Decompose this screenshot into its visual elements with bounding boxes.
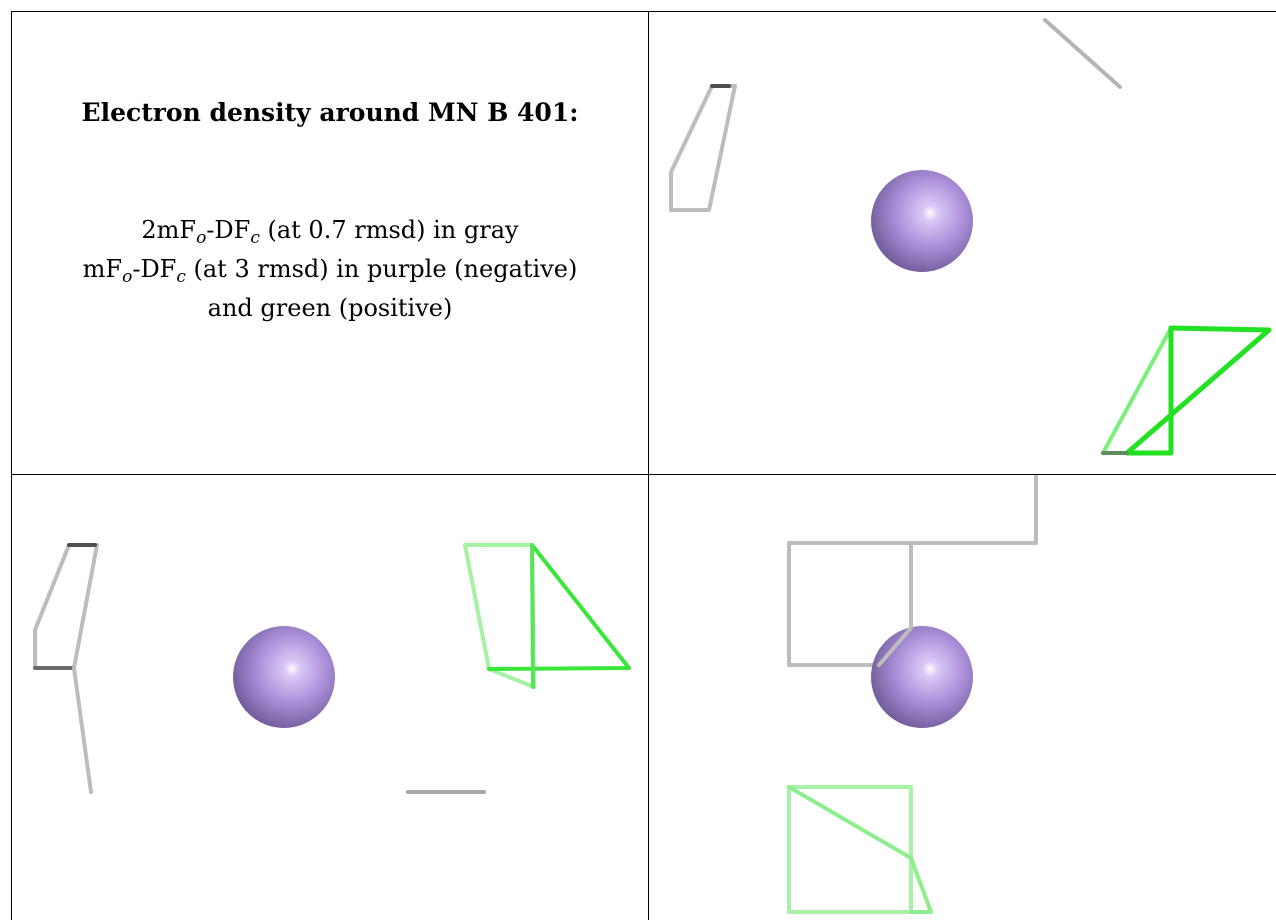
gray-mesh-tail — [72, 666, 93, 794]
cap2-c: (at 3 rmsd) in purple (negative) — [185, 255, 578, 283]
cap2-sub-c: c — [176, 267, 186, 287]
mn-atom-sphere — [871, 170, 973, 272]
view-top-right — [669, 18, 1272, 456]
green-mesh-vertical — [530, 543, 535, 689]
gray-mesh-branch — [909, 475, 1038, 545]
cap1-sub-c: c — [250, 228, 260, 248]
cap1-c: (at 0.7 rmsd) in gray — [259, 216, 519, 244]
view-bottom-right — [787, 475, 1038, 914]
grid-line-left — [11, 11, 12, 920]
green-mesh-strong — [487, 543, 631, 671]
cap2-a: mF — [82, 255, 123, 283]
gray-mesh-loop — [669, 84, 737, 212]
green-mesh-light — [463, 543, 536, 689]
gray-mesh-loop — [33, 543, 99, 670]
green-mesh-diagonal — [787, 785, 933, 914]
view-bottom-left — [33, 543, 631, 794]
cap1-sub-o: o — [196, 228, 207, 248]
caption-title: Electron density around MN B 401: — [81, 98, 579, 127]
grid-line-middle — [11, 474, 1276, 475]
gray-mesh-overlap — [877, 626, 913, 667]
green-mesh-light — [1101, 326, 1173, 455]
caption-line-green: and green (positive) — [207, 294, 453, 322]
cap2-b: -DF — [132, 255, 177, 283]
green-mesh-strong — [1124, 325, 1272, 456]
cap1-a: 2mF — [141, 216, 197, 244]
cap1-b: -DF — [206, 216, 251, 244]
gray-mesh-segment — [1043, 18, 1122, 89]
caption-line-mfo-dfc: mFo-DFc (at 3 rmsd) in purple (negative) — [12, 255, 648, 287]
mn-atom-sphere — [871, 626, 973, 728]
grid-line-center — [648, 11, 649, 920]
mn-atom-sphere — [233, 626, 335, 728]
grid-line-top — [11, 11, 1276, 12]
cap2-sub-o: o — [122, 267, 133, 287]
caption-line-2mfo-dfc: 2mFo-DFc (at 0.7 rmsd) in gray — [12, 216, 648, 248]
caption-cell: Electron density around MN B 401: 2mFo-D… — [12, 12, 648, 474]
